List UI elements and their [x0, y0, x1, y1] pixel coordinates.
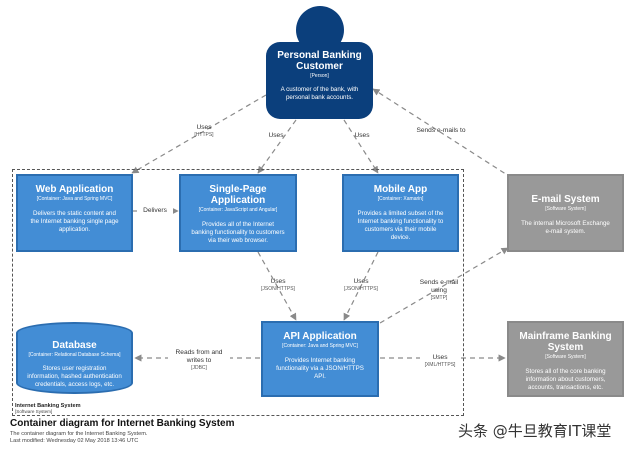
label-customer-mobile-text: Uses [354, 132, 370, 139]
email-system-description: The internal Microsoft Exchange e-mail s… [521, 220, 610, 235]
label-api-mainframe-tech: [XML/HTTPS] [424, 362, 456, 368]
arrow-customer-to-spa [257, 119, 297, 174]
label-mobile-api: Uses [JSON/HTTPS] [337, 278, 385, 292]
label-customer-web-app-text: Uses [196, 124, 212, 131]
label-web-spa: Delivers [137, 207, 173, 215]
arrow-customer-to-web-app [131, 94, 267, 174]
label-web-spa-text: Delivers [143, 207, 167, 214]
api-app-kind: [Container: Java and Spring MVC] [282, 343, 358, 349]
mainframe-banking-system[interactable]: Mainframe Banking System [Software Syste… [507, 321, 624, 397]
email-system-name: E-mail System [531, 194, 600, 205]
api-application-container[interactable]: API Application [Container: Java and Spr… [261, 321, 379, 397]
mobile-app-description: Provides a limited subset of the Interne… [357, 210, 444, 241]
mobile-app-container[interactable]: Mobile App [Container: Xamarin] Provides… [342, 174, 459, 252]
mobile-app-name: Mobile App [373, 184, 428, 195]
label-api-database-text: Reads from and writes to [175, 349, 223, 364]
label-api-mainframe-text: Uses [432, 354, 448, 361]
database-name: Database [52, 340, 97, 351]
label-mobile-api-tech: [JSON/HTTPS] [344, 286, 378, 292]
label-api-database: Reads from and writes to [JDBC] [168, 349, 230, 371]
email-system[interactable]: E-mail System [Software System] The inte… [507, 174, 624, 252]
label-spa-api-text: Uses [270, 278, 286, 285]
label-email-customer-text: Sends e-mails to [416, 127, 466, 134]
label-email-customer: Sends e-mails to [410, 127, 472, 135]
arrow-api-to-email [379, 247, 509, 324]
diagram-last-modified: Last modified: Wednesday 02 May 2018 13:… [10, 438, 139, 444]
database-description: Stores user registration information, ha… [27, 365, 122, 388]
label-customer-spa: Uses [261, 132, 291, 140]
mainframe-name: Mainframe Banking System [519, 331, 612, 353]
customer-kind: [Person] [310, 73, 329, 79]
diagram-title: Container diagram for Internet Banking S… [10, 418, 235, 429]
label-api-email-tech: [SMTP] [430, 295, 448, 301]
single-page-app-container[interactable]: Single-Page Application [Container: Java… [179, 174, 297, 252]
web-app-kind: [Container: Java and Spring MVC] [36, 196, 113, 202]
customer-description: A customer of the bank, with personal ba… [280, 86, 359, 101]
web-app-description: Delivers the static content and the Inte… [30, 210, 119, 233]
database-kind: [Container: Relational Database Schema] [28, 352, 121, 358]
diagram-subtitle: The container diagram for the Internet B… [10, 431, 148, 437]
label-api-email: Sends e-mail using [SMTP] [413, 279, 465, 301]
api-app-name: API Application [283, 331, 357, 342]
customer-person[interactable]: Personal Banking Customer [Person] A cus… [266, 42, 373, 119]
label-mobile-api-text: Uses [353, 278, 369, 285]
label-customer-web-app: Uses [HTTPS] [186, 124, 222, 138]
system-boundary [12, 169, 464, 416]
spa-kind: [Container: JavaScript and Angular] [198, 207, 278, 213]
boundary-kind: [Software System] [15, 409, 53, 414]
label-customer-mobile: Uses [347, 132, 377, 140]
email-system-kind: [Software System] [545, 206, 586, 212]
label-customer-web-app-tech: [HTTPS] [194, 132, 214, 138]
arrow-mobile-to-api [343, 251, 379, 321]
api-app-description: Provides Internet banking functionality … [276, 357, 364, 380]
arrow-email-to-customer [372, 88, 513, 179]
mobile-app-kind: [Container: Xamarin] [377, 196, 424, 202]
label-api-database-tech: [JDBC] [191, 365, 207, 371]
web-app-name: Web Application [35, 184, 114, 195]
watermark-text: 头条 @牛旦教育IT课堂 [458, 422, 612, 440]
arrow-customer-to-mobile-app [343, 119, 379, 174]
boundary-name: Internet Banking System [15, 403, 81, 409]
label-spa-api-tech: [JSON/HTTPS] [261, 286, 295, 292]
mainframe-kind: [Software System] [545, 354, 586, 360]
customer-name: Personal Banking Customer [277, 50, 362, 72]
label-api-mainframe: Uses [XML/HTTPS] [420, 354, 460, 368]
database-container[interactable]: Database [Container: Relational Database… [16, 322, 133, 394]
label-customer-spa-text: Uses [268, 132, 284, 139]
spa-name: Single-Page Application [209, 184, 267, 206]
arrow-spa-to-api [257, 251, 297, 321]
label-spa-api: Uses [JSON/HTTPS] [254, 278, 302, 292]
mainframe-description: Stores all of the core banking informati… [525, 368, 606, 391]
label-api-email-text: Sends e-mail using [419, 279, 459, 294]
web-application-container[interactable]: Web Application [Container: Java and Spr… [16, 174, 133, 252]
spa-description: Provides all of the Internet banking fun… [191, 221, 285, 244]
